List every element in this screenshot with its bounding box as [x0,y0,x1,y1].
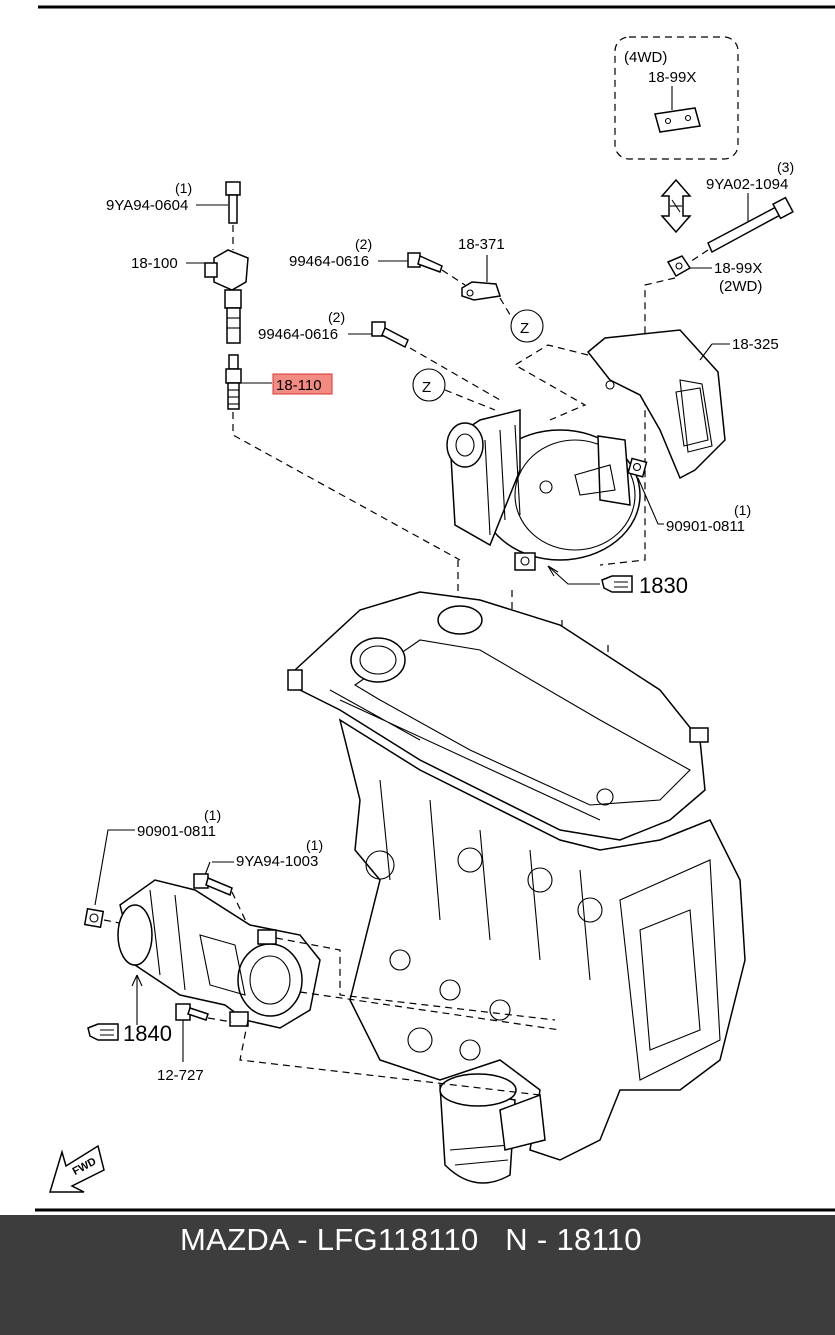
nut-left-icon [83,907,105,929]
nut-right-label: 90901-0811 [666,518,745,535]
bolt-top-left-qty: (1) [175,180,192,196]
nut-left-qty: (1) [204,807,221,823]
engine-block-icon [287,591,746,1184]
callout-z1 [510,309,544,343]
bolt-b-icon [371,321,409,349]
starter-label: 1840 [123,1021,172,1046]
bolt-right-qty: (3) [777,159,794,175]
pointing-hand-icon [601,575,633,593]
callout-z2-text: Z [422,379,431,396]
double-arrow-icon [660,178,692,234]
bolt-b-label: 99464-0616 [258,326,338,343]
heat-shield-icon [586,329,726,480]
bolt-starter-qty: (1) [306,837,323,853]
variant-4wd-box: (4WD) 18-99X [614,36,739,160]
bolt-starter-label: 9YA94-1003 [236,853,318,870]
bracket-2wd-label: 18-99X [714,260,762,277]
spark-plug-label: 18-110 [276,377,322,394]
alternator-icon [446,409,641,571]
bolt-starter-icon [193,873,233,897]
footer-bar [0,1215,835,1335]
spark-plug-icon [225,354,242,410]
bracket-2wd-note: (2WD) [719,278,762,295]
pointing-hand-icon-2 [87,1023,119,1041]
nut-left-label: 90901-0811 [137,823,216,840]
bracket-label: 18-371 [458,236,505,253]
nut-right-qty: (1) [734,502,751,518]
bolt-right-label: 9YA02-1094 [706,176,788,193]
bracket-18-371-icon [461,281,501,301]
nut-right-icon [627,457,648,478]
bolt-top-left-label: 9YA94-0604 [106,197,188,214]
variant-part-label: 18-99X [648,69,696,86]
footer-part-number: MAZDA - LFG118110 N - 18110 [180,1222,642,1257]
callout-z2 [412,368,446,402]
spark-plug-highlight [272,373,333,395]
starter-motor-icon [117,879,321,1029]
bolt-b-qty: (2) [328,309,345,325]
callout-z1-text: Z [520,320,529,337]
parts-diagram: (4WD) 18-99X (1) 9YA94-0604 18-100 [35,5,835,1212]
bolt-right-icon [707,196,794,254]
variant-title: (4WD) [624,49,667,66]
bolt-bottom-label: 12-727 [157,1067,204,1084]
bolt-top-left-icon [225,181,241,224]
bolt-bottom-icon [175,1003,209,1021]
bracket-2wd-icon [666,255,692,278]
coil-label: 18-100 [131,255,178,272]
bolt-a-qty: (2) [355,236,372,252]
fwd-arrow-icon: FWD [48,1144,105,1193]
bolt-a-icon [407,252,443,273]
alternator-label: 1830 [639,573,688,598]
bracket-4wd-icon [654,107,701,133]
bolt-a-label: 99464-0616 [289,253,369,270]
shield-label: 18-325 [732,336,779,353]
ignition-coil-icon [204,249,249,344]
